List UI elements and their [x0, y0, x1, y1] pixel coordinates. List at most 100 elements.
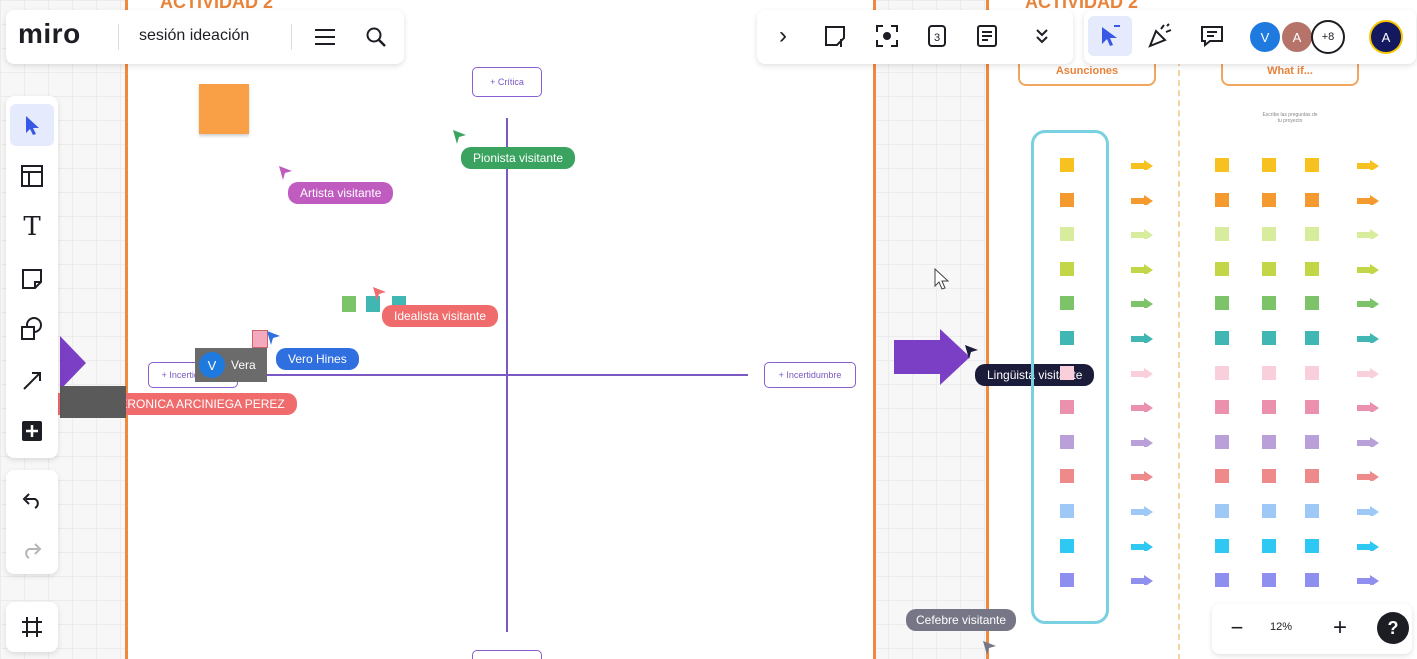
user-tag-vera[interactable]: V Vera: [195, 348, 267, 382]
color-square-sticky[interactable]: [1262, 435, 1276, 449]
arrow-right-icon[interactable]: [1131, 541, 1153, 551]
focus-button[interactable]: [870, 20, 904, 52]
sticky-note[interactable]: [199, 84, 249, 134]
color-square-sticky[interactable]: [1215, 366, 1229, 380]
color-square-sticky[interactable]: [1060, 193, 1074, 207]
arrow-right-icon[interactable]: [1131, 402, 1153, 412]
color-square-sticky[interactable]: [1305, 227, 1319, 241]
help-button[interactable]: ?: [1377, 612, 1409, 644]
color-square-sticky[interactable]: [1060, 366, 1074, 380]
arrow-right-icon[interactable]: [1131, 575, 1153, 585]
color-square-sticky[interactable]: [1215, 469, 1229, 483]
arrow-right-icon[interactable]: [1357, 333, 1379, 343]
arrow-right-icon[interactable]: [1357, 264, 1379, 274]
arrow-right-icon[interactable]: [1357, 368, 1379, 378]
color-square-sticky[interactable]: [1262, 193, 1276, 207]
color-square-sticky[interactable]: [1305, 435, 1319, 449]
arrow-right-icon[interactable]: [1131, 160, 1153, 170]
color-square-sticky[interactable]: [1262, 296, 1276, 310]
color-square-sticky[interactable]: [1060, 227, 1074, 241]
arrow-right-icon[interactable]: [1357, 471, 1379, 481]
color-square-sticky[interactable]: [1060, 504, 1074, 518]
color-square-sticky[interactable]: [1060, 539, 1074, 553]
axis-tag-right[interactable]: + Incertidumbre: [764, 362, 856, 388]
color-square-sticky[interactable]: [1215, 158, 1229, 172]
arrow-right-icon[interactable]: [1357, 298, 1379, 308]
color-square-sticky[interactable]: [1060, 573, 1074, 587]
arrow-right-icon[interactable]: [1357, 195, 1379, 205]
miro-logo[interactable]: miro: [18, 18, 81, 49]
color-square-sticky[interactable]: [1060, 469, 1074, 483]
color-square-sticky[interactable]: [1262, 366, 1276, 380]
color-square-sticky[interactable]: [1305, 504, 1319, 518]
frames-button[interactable]: [10, 606, 54, 648]
arrow-right-icon[interactable]: [1131, 368, 1153, 378]
arrow-right-icon[interactable]: [1131, 298, 1153, 308]
arrow-right-icon[interactable]: [1131, 229, 1153, 239]
color-square-sticky[interactable]: [1262, 400, 1276, 414]
sticky-tool[interactable]: [10, 258, 54, 300]
search-button[interactable]: [361, 22, 391, 52]
color-square-sticky[interactable]: [1305, 539, 1319, 553]
color-square-sticky[interactable]: [1215, 262, 1229, 276]
color-square-sticky[interactable]: [1215, 331, 1229, 345]
color-square-sticky[interactable]: [1215, 400, 1229, 414]
arrow-right-icon[interactable]: [1357, 402, 1379, 412]
arrow-right-icon[interactable]: [1131, 471, 1153, 481]
color-square-sticky[interactable]: [1262, 262, 1276, 276]
color-square-sticky[interactable]: [1305, 331, 1319, 345]
collaborator-avatar[interactable]: A: [1280, 20, 1314, 54]
sticky-add-button[interactable]: [818, 20, 852, 52]
arrow-right-icon[interactable]: [1131, 195, 1153, 205]
color-square-sticky[interactable]: [1262, 227, 1276, 241]
more-tools-button[interactable]: [1028, 20, 1056, 52]
collaborator-avatar[interactable]: V: [1248, 20, 1282, 54]
color-square-sticky[interactable]: [1060, 296, 1074, 310]
color-square-sticky[interactable]: [1060, 400, 1074, 414]
color-square-sticky[interactable]: [1305, 366, 1319, 380]
frame-actividad-right[interactable]: [988, 0, 1417, 659]
arrow-right-icon[interactable]: [1357, 541, 1379, 551]
color-square-sticky[interactable]: [1215, 193, 1229, 207]
color-square-sticky[interactable]: [1262, 158, 1276, 172]
arrow-right-icon[interactable]: [1131, 264, 1153, 274]
axis-tag-top[interactable]: + Crítica: [472, 67, 542, 97]
color-square-sticky[interactable]: [1215, 539, 1229, 553]
color-square-sticky[interactable]: [1060, 435, 1074, 449]
main-menu-button[interactable]: [310, 22, 340, 52]
undo-button[interactable]: [10, 480, 54, 520]
color-square-sticky[interactable]: [1262, 539, 1276, 553]
color-square-sticky[interactable]: [1305, 262, 1319, 276]
more-collaborators-badge[interactable]: +8: [1311, 20, 1345, 54]
cursor-tracking-button[interactable]: [1088, 16, 1132, 56]
add-more-tool[interactable]: [10, 410, 54, 452]
arrow-right-icon[interactable]: [1357, 437, 1379, 447]
frame-actividad-left[interactable]: [126, 0, 874, 659]
color-square-sticky[interactable]: [1215, 504, 1229, 518]
color-square-sticky[interactable]: [1305, 573, 1319, 587]
timer-button[interactable]: 3: [920, 20, 954, 52]
celebrate-button[interactable]: [1142, 18, 1178, 54]
color-square-sticky[interactable]: [1262, 331, 1276, 345]
arrow-right-icon[interactable]: [1357, 575, 1379, 585]
notes-button[interactable]: [970, 20, 1004, 52]
templates-tool[interactable]: [10, 156, 54, 196]
color-square-sticky[interactable]: [1262, 573, 1276, 587]
shapes-tool[interactable]: [10, 308, 54, 350]
select-tool[interactable]: [10, 104, 54, 146]
arrow-right-icon[interactable]: [1131, 437, 1153, 447]
arrow-right-icon[interactable]: [1131, 333, 1153, 343]
color-square-sticky[interactable]: [1215, 573, 1229, 587]
text-tool[interactable]: T: [10, 206, 54, 248]
color-square-sticky[interactable]: [1262, 504, 1276, 518]
color-square-sticky[interactable]: [1305, 158, 1319, 172]
board-name[interactable]: sesión ideación: [139, 27, 250, 44]
color-square-sticky[interactable]: [1305, 296, 1319, 310]
comments-button[interactable]: [1194, 18, 1230, 54]
color-square-sticky[interactable]: [1215, 296, 1229, 310]
color-square-sticky[interactable]: [1060, 331, 1074, 345]
color-square-sticky[interactable]: [1215, 227, 1229, 241]
arrow-right-icon[interactable]: [1357, 229, 1379, 239]
small-sticky[interactable]: [252, 330, 268, 348]
